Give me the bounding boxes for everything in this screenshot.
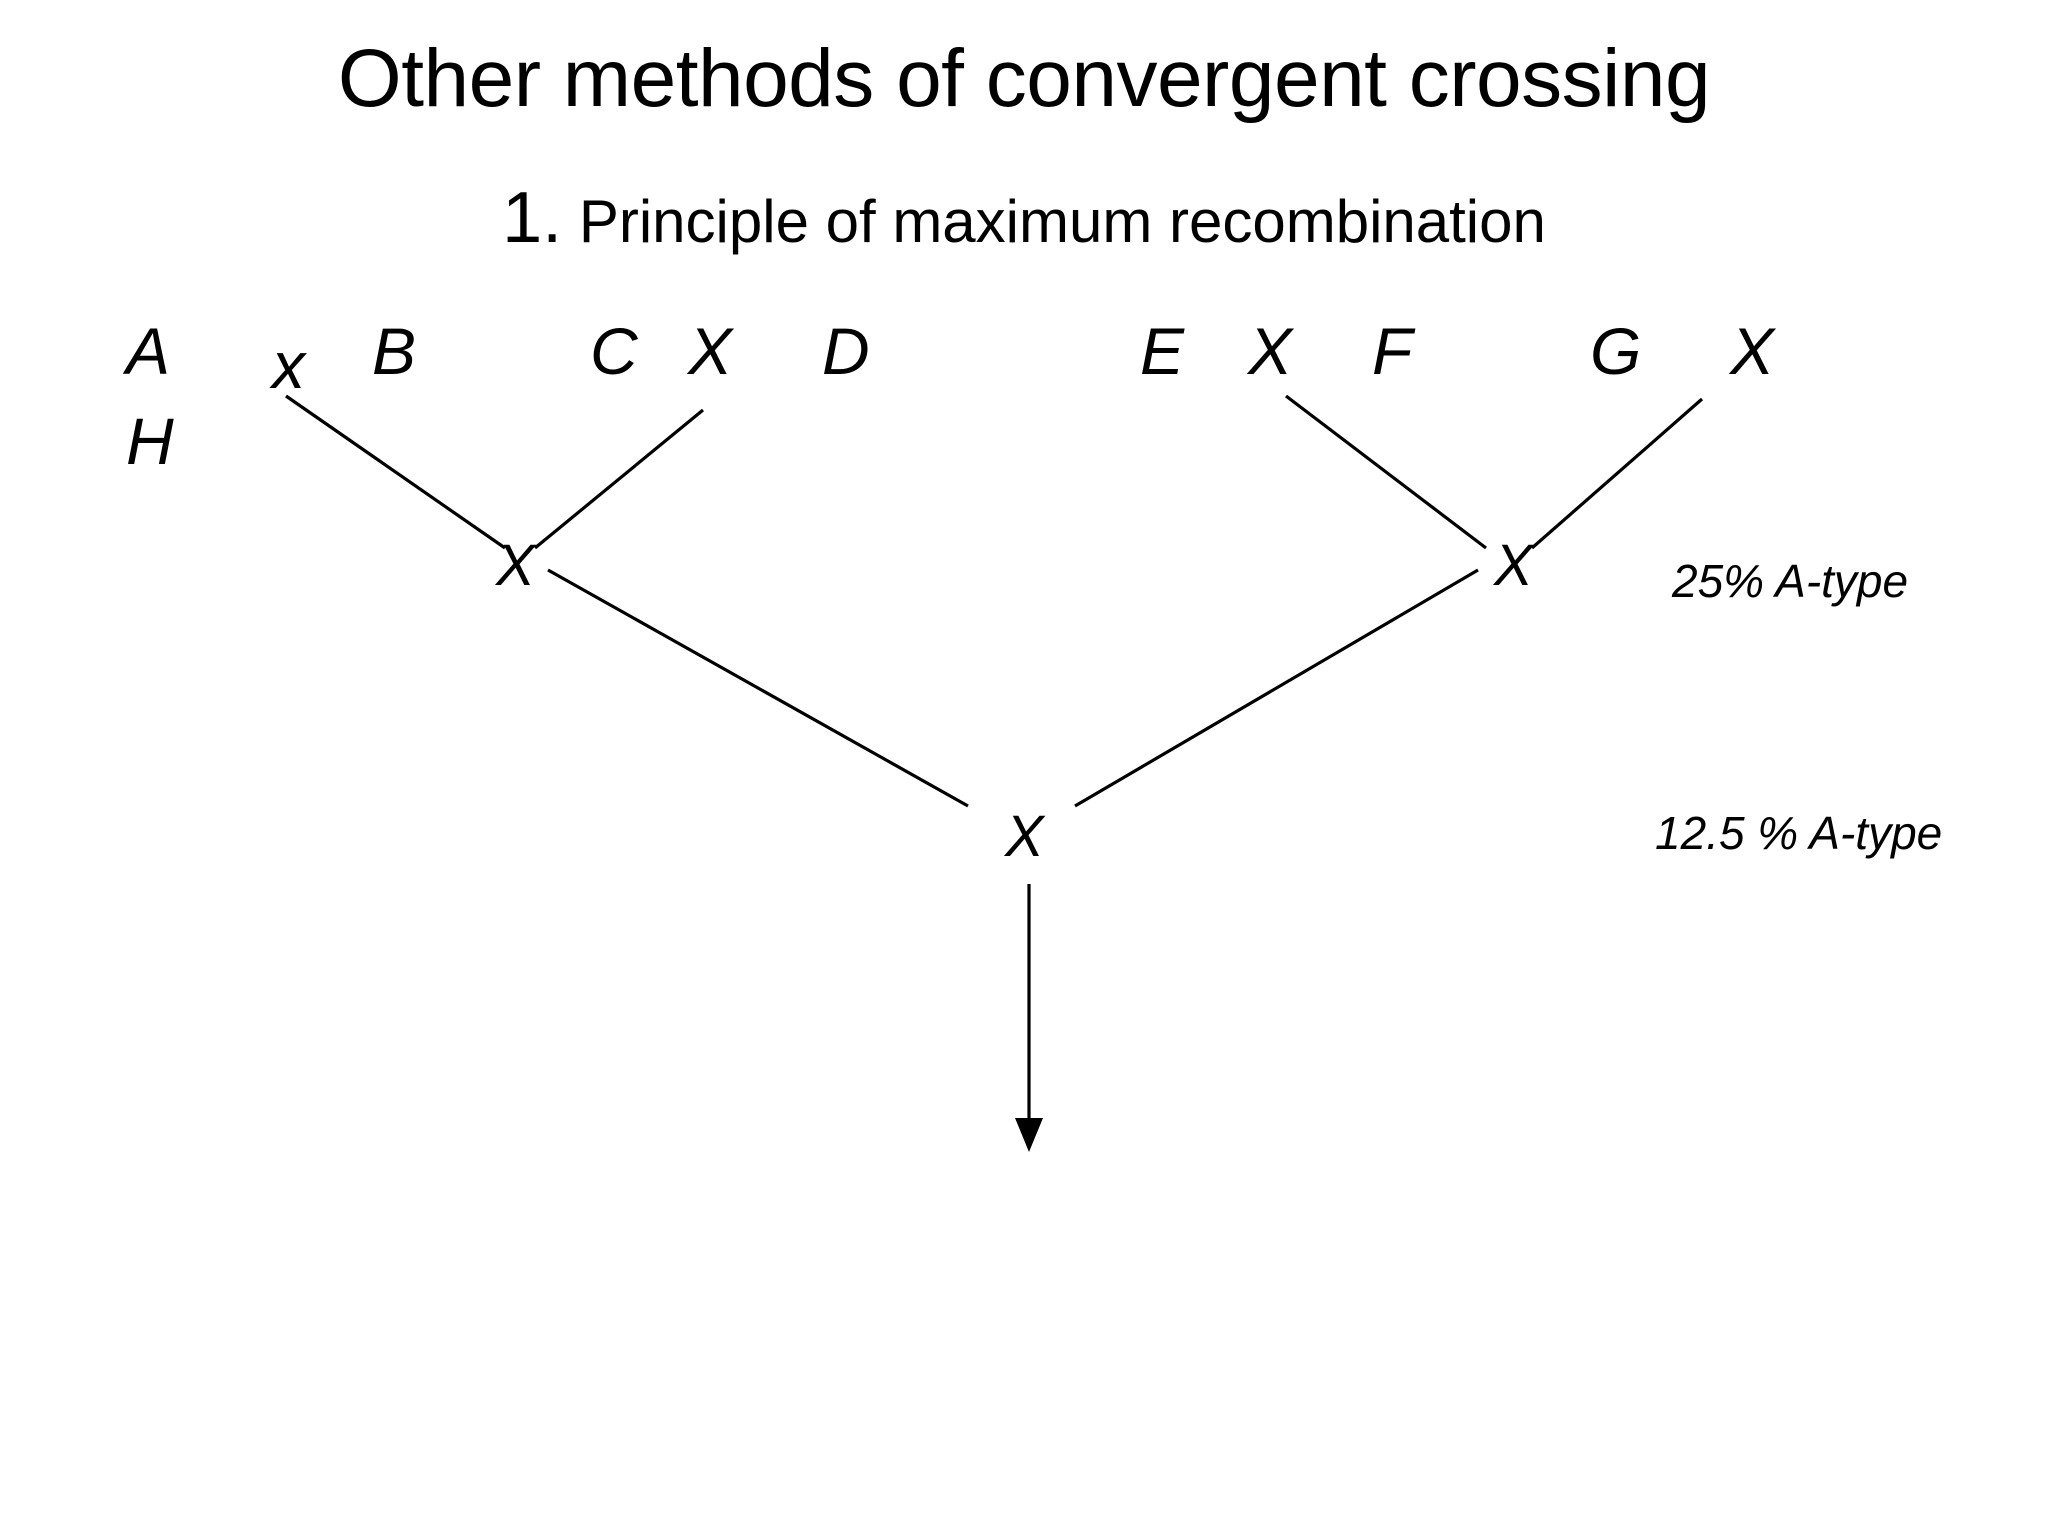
cross-node-left: X [496, 533, 535, 598]
parent-h: H [126, 404, 174, 478]
line-left-to-final [547, 568, 969, 808]
page-title: Other methods of convergent crossing [337, 33, 1711, 124]
line-ab-to-left [285, 394, 506, 550]
parent-a: A [126, 314, 171, 388]
note-12-5: 12.5 % A-type [1655, 807, 1943, 859]
arrow-head [1015, 1118, 1043, 1152]
parent-c: C [590, 314, 638, 388]
cross-node-final: X [1005, 804, 1044, 869]
parent-b: B [372, 314, 417, 388]
cross-op-4: X [1730, 314, 1775, 388]
line-cd-to-left [533, 408, 705, 550]
note-25: 25% A-type [1672, 555, 1909, 607]
parent-g: G [1590, 314, 1642, 388]
line-gx-to-right [1530, 397, 1704, 550]
subtitle-text: Principle of maximum recombination [578, 188, 1546, 255]
parent-e: E [1140, 314, 1185, 388]
parent-f: F [1372, 314, 1413, 388]
subtitle-number: 1. [502, 178, 563, 258]
connector-lines [285, 394, 1704, 808]
cross-op-3: X [1248, 314, 1293, 388]
line-ef-to-right [1285, 394, 1487, 550]
parent-d: D [822, 314, 870, 388]
line-right-to-final [1074, 568, 1479, 808]
cross-op-1: x [272, 328, 305, 402]
cross-op-2: X [688, 314, 733, 388]
cross-node-right: X [1494, 533, 1533, 598]
offspring-arrow [1015, 884, 1043, 1152]
page-subtitle: 1. Principle of maximum recombination [0, 182, 2048, 254]
